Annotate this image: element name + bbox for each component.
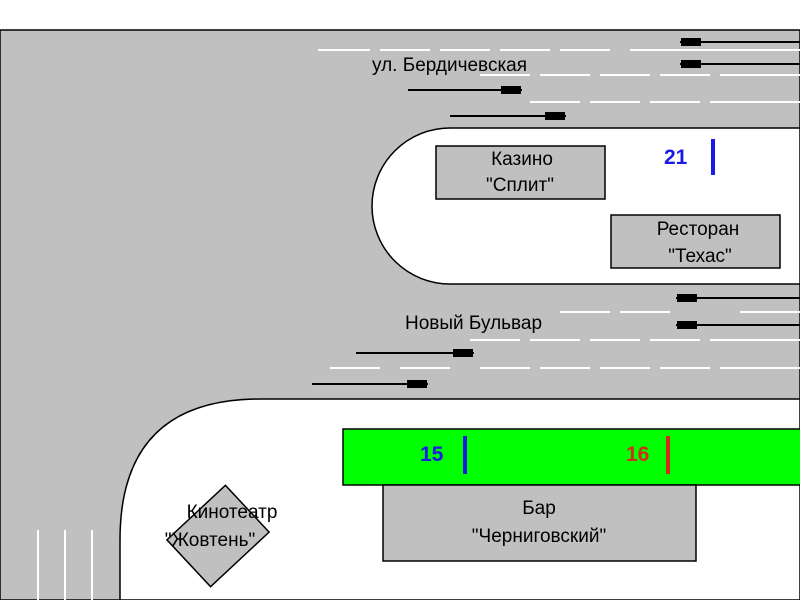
- arrow-right-1: [408, 86, 522, 94]
- bar-subname: "Черниговский": [472, 526, 606, 547]
- arrow-left-2: [680, 60, 800, 68]
- street-name-novy-bulvar: Новый Бульвар: [405, 313, 542, 334]
- arrow-right-2: [450, 112, 566, 120]
- arrow-left-4: [676, 321, 800, 329]
- street-name-berdichevskaya: ул. Бердичевская: [372, 55, 527, 76]
- bar-name: Бар: [522, 498, 556, 519]
- building-cinema[interactable]: Кинотеатр "Жовтень": [165, 484, 278, 588]
- stop-21[interactable]: 21: [664, 139, 715, 175]
- arrow-right-3: [356, 349, 474, 357]
- lane-markings-lower: [330, 311, 800, 369]
- casino-name: Казино: [491, 149, 553, 170]
- stop-number: 16: [626, 443, 649, 466]
- building-restaurant[interactable]: Ресторан "Техас": [610, 214, 781, 269]
- restaurant-name: Ресторан: [657, 219, 740, 240]
- casino-subname: "Сплит": [486, 175, 554, 196]
- arrow-left-3: [676, 294, 800, 302]
- green-zone: [342, 428, 800, 486]
- cinema-subname: "Жовтень": [165, 530, 256, 551]
- stop-15[interactable]: 15: [420, 436, 467, 474]
- stop-number: 15: [420, 443, 444, 466]
- lane-markings-vertical: [37, 530, 93, 600]
- restaurant-subname: "Техас": [668, 246, 732, 267]
- stop-number: 21: [664, 146, 688, 169]
- lane-markings-upper: [318, 49, 800, 103]
- cinema-name: Кинотеатр: [187, 502, 278, 523]
- stop-16[interactable]: 16: [626, 436, 670, 474]
- arrow-left-1: [680, 38, 800, 46]
- arrow-right-4: [312, 380, 428, 388]
- direction-arrows: [312, 38, 800, 388]
- building-bar[interactable]: Бар "Черниговский": [382, 484, 697, 562]
- building-casino[interactable]: Казино "Сплит": [435, 145, 606, 200]
